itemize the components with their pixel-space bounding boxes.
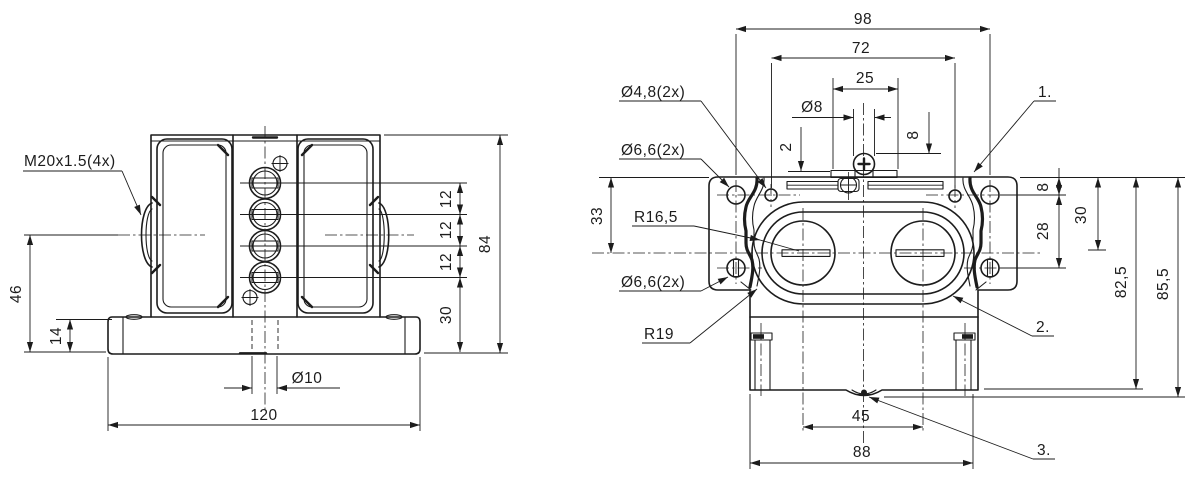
dim-28: 28 [1035,222,1052,240]
dim-120: 120 [250,407,277,424]
dim-30-right: 30 [1073,206,1090,224]
drain-screw-tip [861,389,867,396]
top-dimensions [599,25,1185,469]
dim-12-c: 12 [438,253,455,271]
dim-72: 72 [852,40,870,57]
callout-1: 1. [1038,84,1052,101]
top-centerlines [592,103,1040,445]
dim-2: 2 [778,142,795,151]
top-earth-screw [786,152,944,194]
label-dia6-6-top: Ø6,6(2x) [621,142,685,159]
label-dia6-6-bottom: Ø6,6(2x) [621,274,685,291]
top-texts: 98 72 25 Ø8 2 8 Ø4,8(2x) Ø6,6(2x) R16,5 … [589,11,1172,461]
front-body-outline [150,134,381,318]
dim-12-b: 12 [438,221,455,239]
dim-82-5: 82,5 [1113,266,1130,298]
thread-label: M20x1.5(4x) [24,153,116,170]
top-leaders [619,100,1056,460]
dim-45: 45 [852,408,870,425]
top-view: 98 72 25 Ø8 2 8 Ø4,8(2x) Ø6,6(2x) R16,5 … [589,11,1185,469]
front-dimensions [23,134,508,431]
dim-12-a: 12 [438,190,455,208]
front-cover-screws [241,155,289,306]
front-centerlines [118,126,467,410]
front-view: M20x1.5(4x) 46 14 120 Ø10 84 12 12 12 30 [8,126,508,431]
dim-88: 88 [853,444,871,461]
label-r16-5: R16,5 [634,209,678,226]
dim-98: 98 [854,11,872,28]
callout-2: 2. [1036,319,1050,336]
label-r19: R19 [644,326,674,343]
dim-dia8: Ø8 [801,99,823,116]
dim-8-right: 8 [1035,182,1052,191]
dim-33: 33 [589,207,606,225]
dim-30: 30 [438,306,455,324]
top-body-outline [708,176,1018,397]
dim-84: 84 [477,235,494,253]
label-dia4-8: Ø4,8(2x) [621,84,685,101]
dim-dia10: Ø10 [292,370,323,387]
dim-85-5: 85,5 [1155,268,1172,300]
dim-14: 14 [48,327,65,345]
front-texts: M20x1.5(4x) 46 14 120 Ø10 84 12 12 12 30 [8,153,494,424]
dim-8-top: 8 [905,130,922,139]
callout-3: 3. [1037,442,1051,459]
top-lower-bosses [750,332,976,391]
dim-46: 46 [8,285,25,303]
front-base [107,314,421,355]
dim-25: 25 [856,70,874,87]
